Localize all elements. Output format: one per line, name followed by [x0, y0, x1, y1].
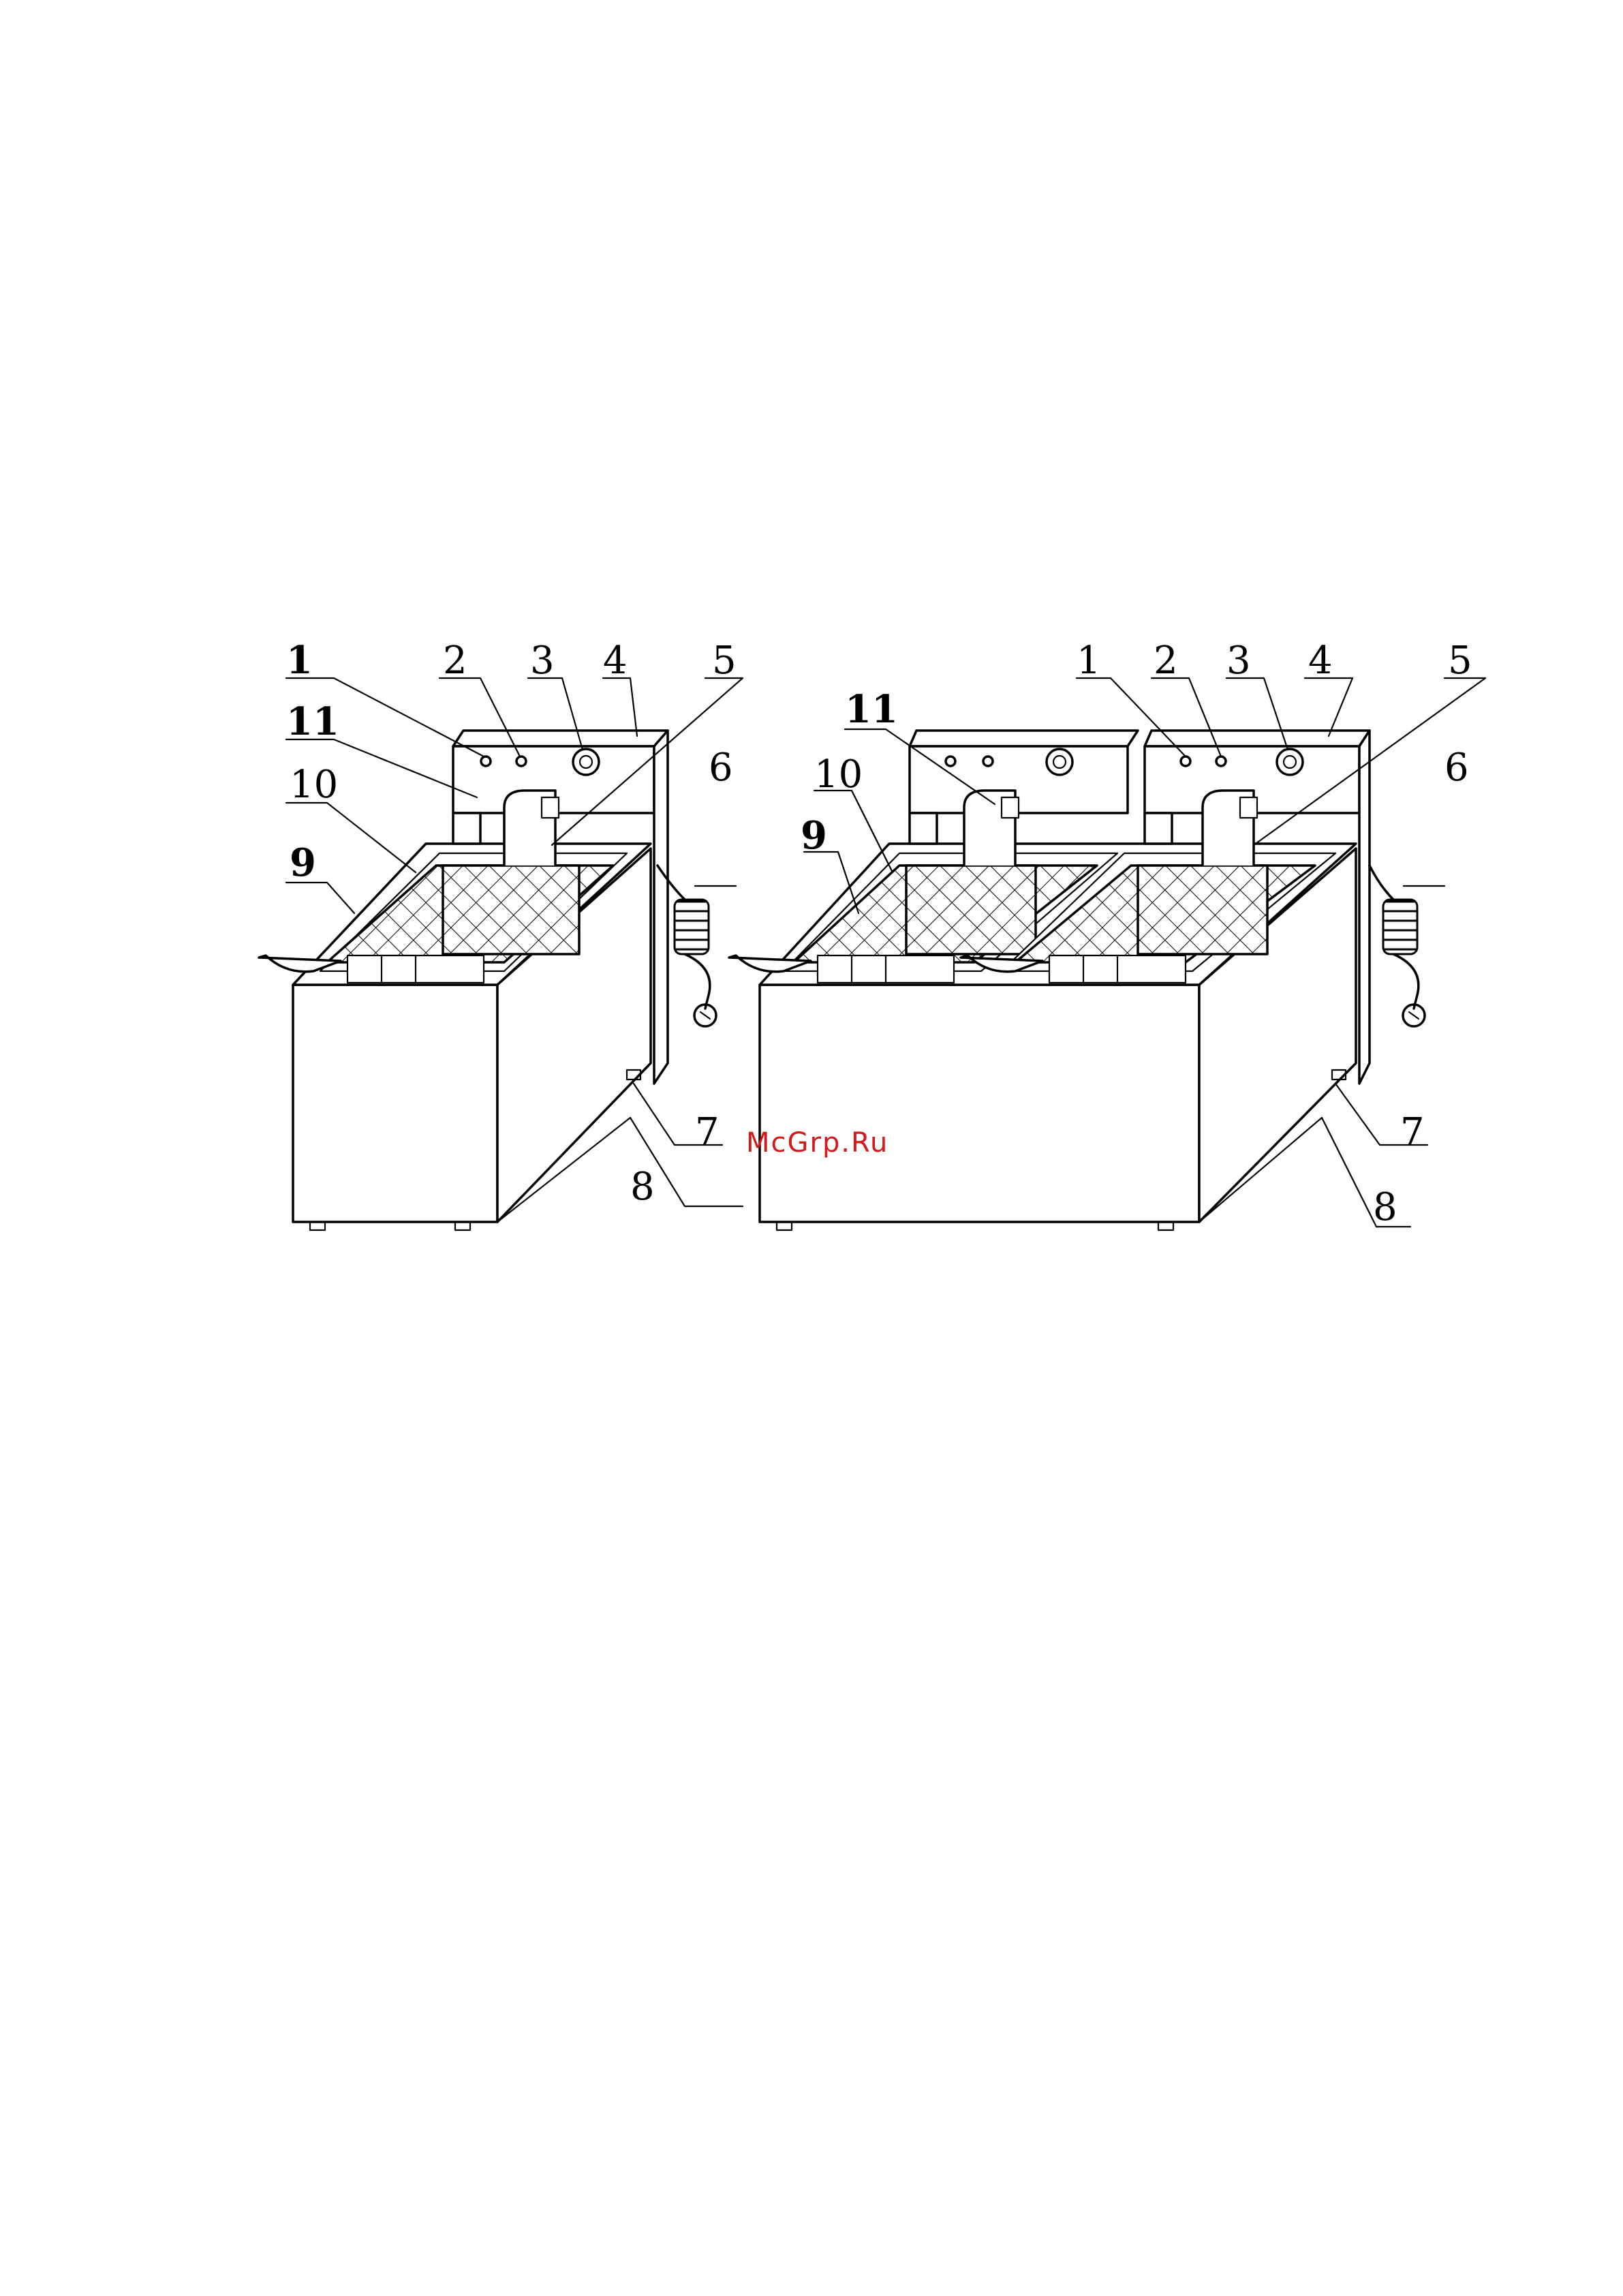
- single-fryer-foot-right: [455, 1222, 470, 1230]
- single-fryer: [259, 678, 743, 1230]
- single-fryer-callout-8: 8: [630, 1165, 655, 1209]
- double-fryer-right-head-neck: [1145, 813, 1172, 844]
- double-fryer-cord-coil: [1383, 900, 1417, 954]
- double-fryer-right-head-top: [1145, 731, 1370, 746]
- single-fryer-control-head-neck: [453, 813, 480, 844]
- double-fryer-callout-2: 2: [1154, 639, 1178, 683]
- double-fryer-callout-3: 3: [1226, 639, 1251, 683]
- watermark-text: McGrp.Ru: [746, 1127, 888, 1159]
- double-fryer-left-element-clip: [1002, 797, 1019, 818]
- double-fryer-callout-5: 5: [1448, 639, 1472, 683]
- double-fryer-callout-1: 1: [1077, 639, 1101, 683]
- single-fryer-control-head-top: [453, 731, 668, 746]
- double-fryer-foot-right: [1158, 1222, 1173, 1230]
- single-fryer-foot-left: [310, 1222, 325, 1230]
- double-fryer-callout-6: 6: [1444, 746, 1469, 790]
- double-fryer-foot-left: [777, 1222, 792, 1230]
- single-fryer-callout-10: 10: [290, 763, 338, 807]
- single-fryer-basket-wall: [443, 866, 579, 954]
- single-fryer-body-front: [293, 985, 497, 1222]
- double-fryer-callout-7: 7: [1400, 1110, 1425, 1154]
- double-fryer-right-element-clip: [1240, 797, 1257, 818]
- single-fryer-cord-coil: [675, 900, 709, 954]
- single-fryer-callout-7: 7: [695, 1110, 720, 1154]
- single-fryer-callout-4: 4: [603, 639, 628, 683]
- double-fryer-body-front: [760, 985, 1199, 1222]
- double-fryer-callout-8: 8: [1373, 1185, 1397, 1229]
- double-fryer-callout-11: 11: [845, 687, 898, 732]
- single-fryer-callout-3: 3: [530, 639, 555, 683]
- double-fryer-right-head-side: [1359, 731, 1370, 1084]
- single-fryer-callout-2: 2: [443, 639, 467, 683]
- double-fryer-callout-10: 10: [814, 752, 863, 797]
- single-fryer-callout-5: 5: [712, 639, 737, 683]
- single-fryer-callout-11: 11: [286, 699, 339, 744]
- double-fryer-callout-4: 4: [1308, 639, 1333, 683]
- double-fryer-right-basket-wall: [1138, 866, 1267, 954]
- single-fryer-control-head-side: [654, 731, 668, 1084]
- single-fryer-callout-1: 1: [286, 638, 313, 683]
- single-fryer-callout-9: 9: [290, 840, 316, 885]
- double-fryer-left-head-top: [910, 731, 1138, 746]
- single-fryer-callout-6: 6: [709, 746, 733, 790]
- double-fryer-left-head-neck: [910, 813, 937, 844]
- single-fryer-element-clip: [542, 797, 559, 818]
- double-fryer-callout-9: 9: [801, 813, 827, 858]
- double-fryer-left-basket-wall: [906, 866, 1036, 954]
